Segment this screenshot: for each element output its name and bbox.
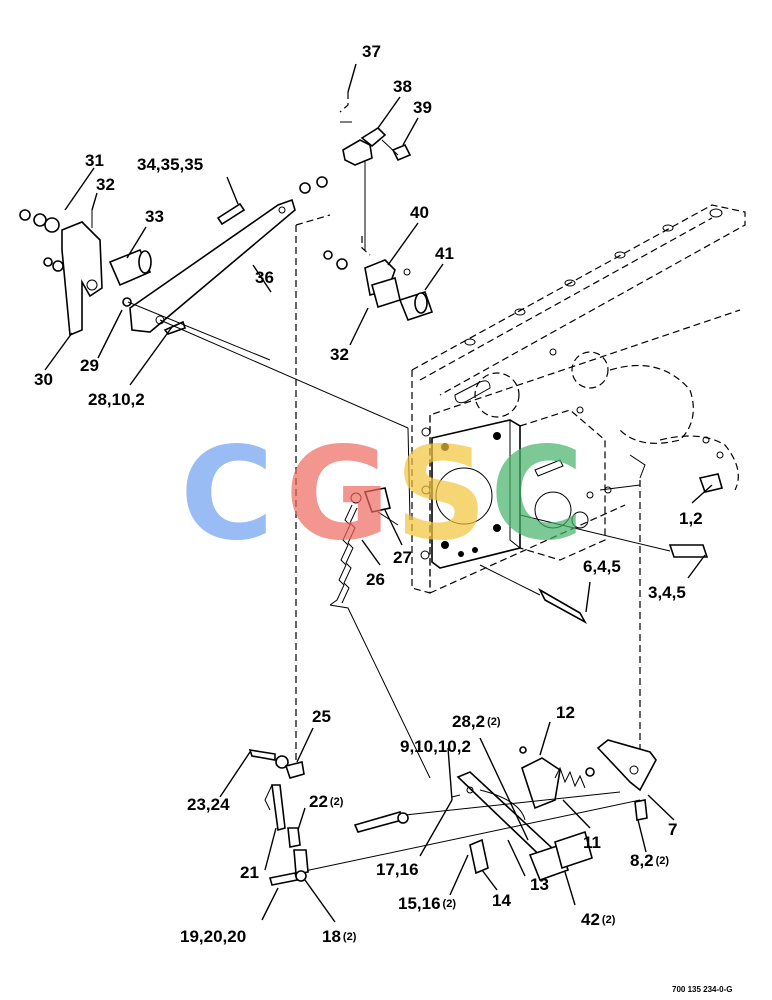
callout-3-4-5: 3,4,5 [648,583,686,602]
callout-26: 26 [366,570,385,589]
callout-18: 18(2) [322,927,357,946]
callout-28-2: 28,2(2) [452,712,501,731]
callout-41: 41 [435,244,454,263]
bolts [479,454,723,755]
callout-12: 12 [556,703,575,722]
callout-42: 42(2) [581,910,616,929]
callout-1-2: 1,2 [679,509,703,528]
callout-31: 31 [85,151,104,170]
callout-6-4-5: 6,4,5 [583,557,621,576]
spring-assembly [329,427,431,779]
callout-30: 30 [34,370,53,389]
callout-23-24: 23,24 [187,795,230,814]
callout-15-16: 15,16(2) [398,894,456,913]
callout-34-35-35: 34,35,35 [137,155,203,174]
leader-lines [44,63,713,923]
pivot-assembly [295,214,434,760]
callout-28-10-2: 28,10,2 [88,390,145,409]
callout-21: 21 [240,863,259,882]
callout-36: 36 [255,268,274,287]
bearing-plate [431,409,612,569]
callout-27: 27 [393,548,412,567]
watermark-letter-s: S [395,420,487,569]
callout-19-20-20: 19,20,20 [180,927,246,946]
watermark: C G S C [180,420,584,569]
callout-9-10-10-2: 9,10,10,2 [400,737,471,756]
callout-labels: 37 38 39 31 32 34,35,35 33 40 41 36 32 3… [34,42,733,994]
watermark-letter-g: G [285,420,390,569]
callout-32-mid: 32 [330,345,349,364]
frame-plate [411,204,746,594]
long-arm-36 [127,198,409,429]
callout-25: 25 [312,707,331,726]
callout-40: 40 [410,203,429,222]
callout-13: 13 [530,875,549,894]
lower-assembly [248,739,657,886]
callout-8-2: 8,2(2) [630,851,669,870]
callout-17-16: 17,16 [376,860,419,879]
callout-7: 7 [668,820,677,839]
callout-14: 14 [492,891,511,910]
watermark-letter-c2: C [490,420,584,569]
callout-37: 37 [362,42,381,61]
callout-39: 39 [413,98,432,117]
callout-29: 29 [80,356,99,375]
clevis-assembly-top [299,92,412,250]
callout-22: 22(2) [309,792,344,811]
callout-11: 11 [583,833,601,852]
left-lever-assembly [19,209,152,337]
watermark-letter-c1: C [180,420,274,569]
callout-32-top: 32 [96,175,115,194]
drawing-code: 700 135 234-0-G [672,985,733,994]
callout-33: 33 [145,207,164,226]
callout-38: 38 [393,77,412,96]
